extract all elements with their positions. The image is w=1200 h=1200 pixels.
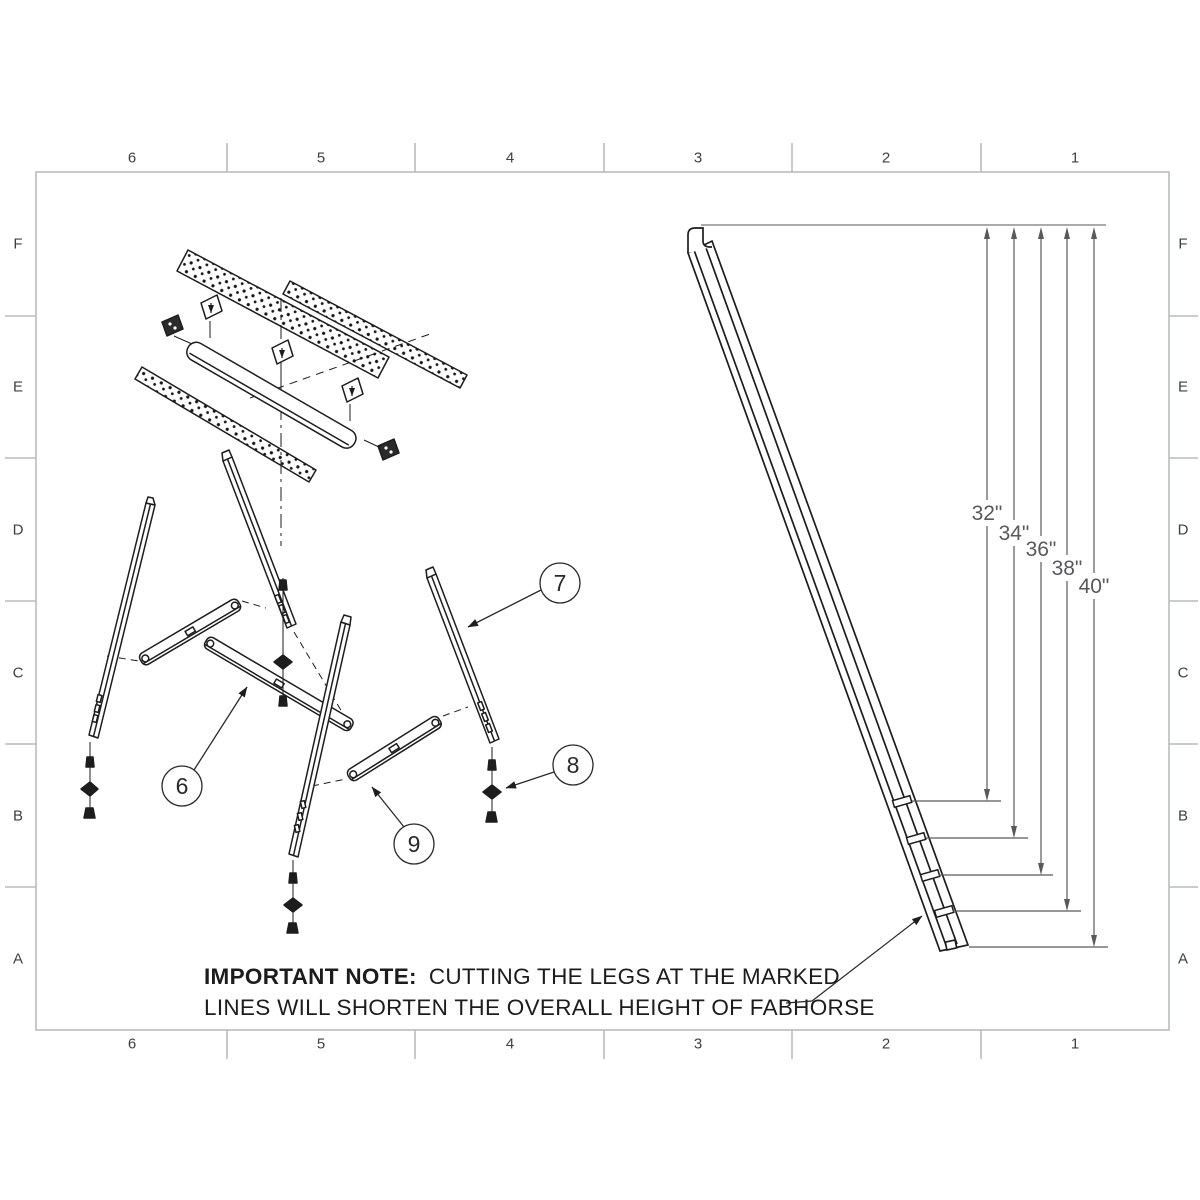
note-label: IMPORTANT NOTE: [204,964,417,989]
balloon-9-number: 9 [408,831,421,857]
zone-row-right-c: C [1177,664,1189,682]
zone-row-right-b: B [1177,807,1189,825]
dimension-36: 36" [1023,227,1059,875]
zone-col-top-5: 5 [316,149,326,167]
dimension-34: 34" [996,227,1032,838]
leg-top-cap [687,227,712,253]
note-line-2: LINES WILL SHORTEN THE OVERALL HEIGHT OF… [204,995,875,1020]
zone-row-left-a: A [12,950,24,968]
leg-front-left [221,449,297,629]
cross-brace-upper-left [138,598,242,666]
mount-plate-left-dark [161,314,193,345]
balloon-7-number: 7 [554,570,567,596]
dimension-lines: 32" 34" 36" 38" [969,227,1112,947]
hardware-stack-rear-right [283,860,303,934]
hardware-stack-center [273,578,293,707]
top-rail-front [176,249,390,379]
zone-col-top-6: 6 [127,149,137,167]
balloon-6-number: 6 [176,773,189,799]
mount-plate-right-dark [363,438,400,461]
leg-foot-notch [944,939,958,951]
zone-row-right-f: F [1178,235,1188,253]
balloon-8: 8 [505,744,594,789]
zone-row-right-e: E [1177,378,1189,396]
exploded-view [80,249,502,934]
mount-plate-2 [271,339,294,388]
zone-row-left-e: E [12,378,24,396]
dimension-40: 40" [1076,227,1112,947]
bottom-rail [134,366,317,483]
dim-label-34: 34" [999,522,1030,545]
note-leader [785,915,923,1004]
zone-row-left-d: D [12,521,24,539]
zone-col-top-4: 4 [505,149,515,167]
zone-row-left-c: C [12,664,24,682]
sheet-frame [5,143,1198,1059]
top-beam [186,341,357,449]
zone-col-bottom-1: 1 [1070,1035,1080,1053]
leg-front-right [425,566,500,744]
extension-lines [912,800,1108,948]
balloon-7: 7 [467,562,581,628]
dimension-32: 32" [969,227,1005,801]
mount-plate-1 [200,294,223,338]
hardware-stack-front-right [482,747,502,823]
centerline [106,298,469,787]
dimension-38: 38" [1049,227,1085,911]
zone-row-left-f: F [13,235,23,253]
cross-brace-lower-right [346,715,442,782]
top-rail-rear [282,280,468,389]
zone-row-left-b: B [12,807,24,825]
hardware-stack-left [80,742,99,819]
leg-detail-view: 32" 34" 36" 38" [686,224,1112,1004]
zone-col-top-3: 3 [693,149,703,167]
dim-label-40: 40" [1079,575,1110,598]
dim-label-38: 38" [1052,557,1083,580]
leg-rear-right [288,614,352,858]
zone-row-right-d: D [1177,521,1189,539]
zone-col-bottom-5: 5 [316,1035,326,1053]
cut-marks [891,794,955,919]
callouts: 6 7 8 9 [161,562,594,865]
zone-col-bottom-3: 3 [693,1035,703,1053]
important-note: IMPORTANT NOTE:CUTTING THE LEGS AT THE M… [204,961,875,1023]
zone-col-bottom-6: 6 [127,1035,137,1053]
balloon-8-number: 8 [567,752,580,778]
balloon-9: 9 [371,786,435,865]
zone-col-bottom-2: 2 [881,1035,891,1053]
zone-row-right-a: A [1177,950,1189,968]
mount-plate-3 [341,377,364,421]
zone-col-top-2: 2 [881,149,891,167]
leg-rear-left [88,496,156,739]
zone-col-bottom-4: 4 [505,1035,515,1053]
zone-col-top-1: 1 [1070,149,1080,167]
note-line-1: IMPORTANT NOTE:CUTTING THE LEGS AT THE M… [204,964,840,989]
dim-label-32: 32" [972,502,1003,525]
detail-leg [686,227,970,952]
balloon-6: 6 [161,686,248,807]
dim-label-36: 36" [1026,538,1057,561]
